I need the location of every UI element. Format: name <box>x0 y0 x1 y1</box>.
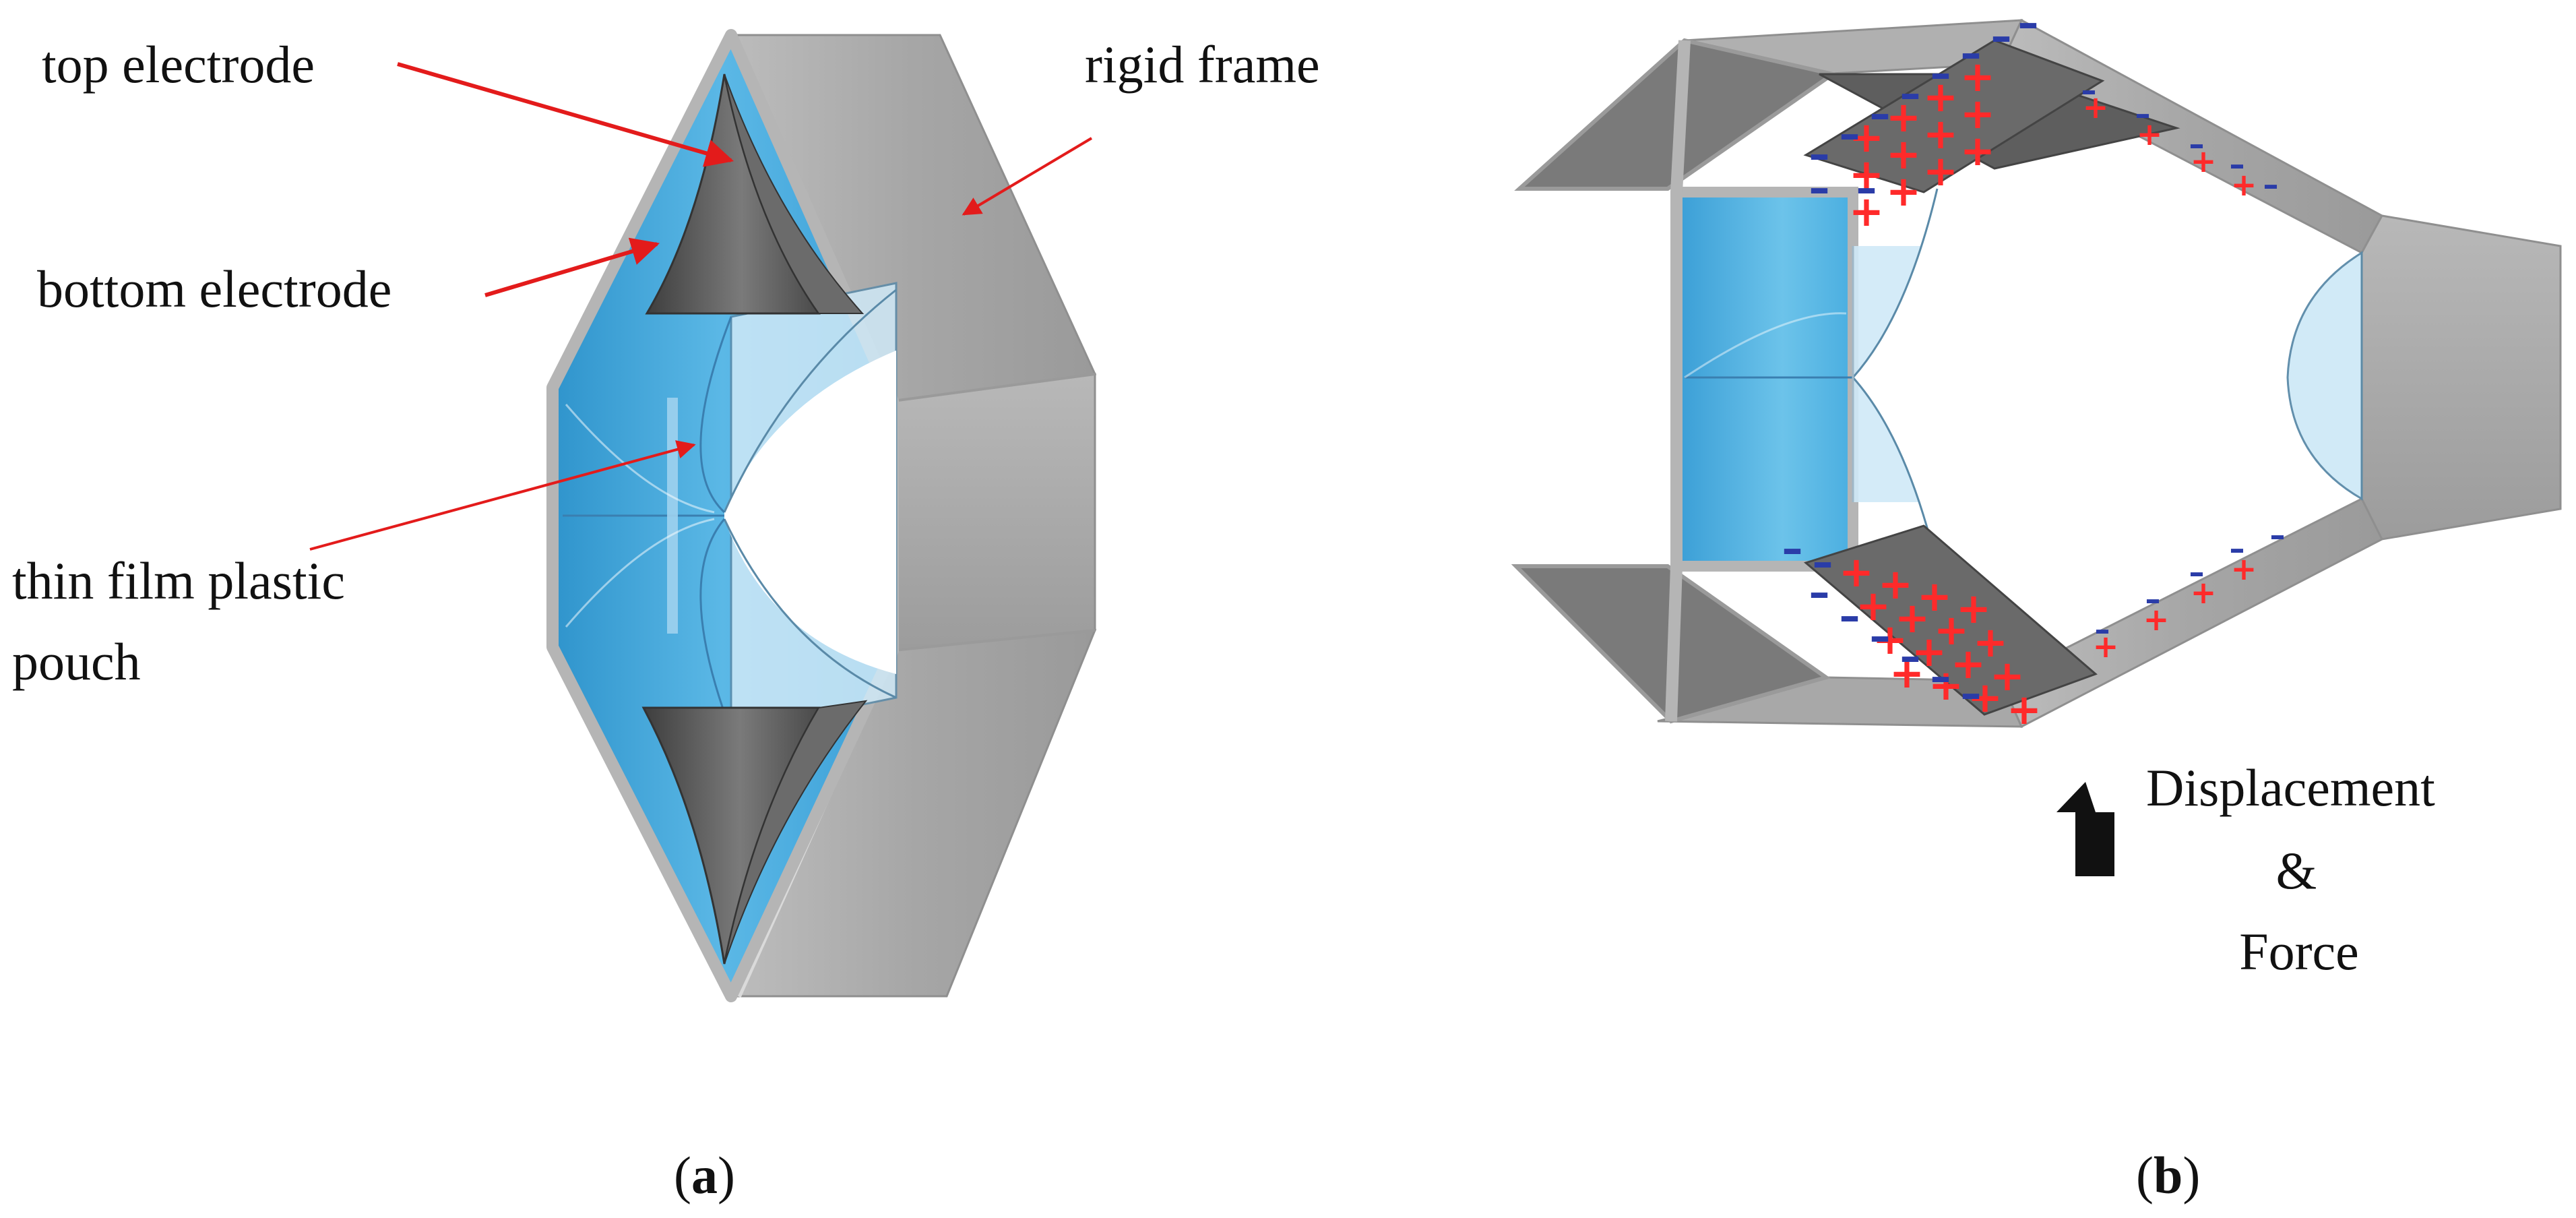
minus-charge: – <box>1840 591 1860 640</box>
plus-charge: + <box>1923 146 1958 195</box>
caption-a: (a) <box>674 1146 735 1205</box>
displacement-arrow <box>2056 782 2114 876</box>
plus-charge: + <box>2231 166 2257 203</box>
arrow-top-electrode <box>397 62 734 167</box>
plus-charge: + <box>1878 559 1913 609</box>
plus-charge: + <box>2007 685 2042 734</box>
minus-charge: – <box>1809 163 1830 212</box>
minus-charge: – <box>2230 146 2245 183</box>
panel-b-actuator: ++++++++++++––––––––––++++–––––+++++++++… <box>1511 0 2562 1205</box>
arrow-rigid-frame <box>962 137 1093 216</box>
plus-charge: + <box>2137 116 2163 152</box>
minus-charge: – <box>2018 0 2039 47</box>
plus-charge: + <box>1895 593 1930 642</box>
plus-charge: + <box>1973 617 2008 667</box>
plus-charge: + <box>1990 651 2025 700</box>
plus-charge: + <box>1873 615 1908 664</box>
plus-charge: + <box>1934 605 1969 654</box>
label-pouch-line1: thin film plastic <box>12 551 345 610</box>
plus-charge: + <box>2093 628 2119 665</box>
rigid-frame-a <box>728 33 1097 998</box>
minus-charge: – <box>1813 537 1833 586</box>
plus-charge: + <box>1960 52 1995 101</box>
minus-charge: – <box>1809 129 1830 179</box>
charge-symbols: ++++++++++++––––––––––++++–––––+++++++++… <box>1782 0 2286 734</box>
minus-charge: – <box>1809 568 1830 617</box>
minus-charge: – <box>2263 166 2279 203</box>
minus-charge: – <box>1856 163 1877 212</box>
plus-charge: + <box>1849 150 1884 199</box>
bottom-electrode-a <box>641 700 868 965</box>
minus-charge: – <box>2270 517 2286 553</box>
plus-charge: + <box>1886 129 1921 179</box>
plus-charge: + <box>2143 601 2170 638</box>
minus-charge: – <box>1782 524 1803 573</box>
plus-charge: + <box>1956 584 1991 633</box>
minus-charge: – <box>2189 554 2205 590</box>
plus-charge: + <box>1886 92 1921 142</box>
rigid-frame-b <box>1657 18 2562 729</box>
plus-charge: + <box>1889 648 1924 698</box>
panel-a-actuator: top electrode rigid frame bottom electro… <box>12 29 1320 1205</box>
minus-charge: – <box>1991 11 2012 61</box>
up-arrow-icon <box>2056 782 2114 876</box>
minus-charge: – <box>1930 49 1951 98</box>
minus-charge: – <box>1870 611 1891 661</box>
minus-charge: – <box>1961 28 1982 78</box>
plus-charge: + <box>1886 166 1921 216</box>
minus-charge: – <box>2189 126 2205 162</box>
plus-charge: + <box>1856 581 1891 630</box>
plus-charge: + <box>1951 639 1986 688</box>
label-pouch-line2: pouch <box>12 632 141 691</box>
minus-charge: – <box>1930 652 1951 701</box>
plus-charge: + <box>1960 89 1995 138</box>
minus-charge: – <box>1840 109 1860 158</box>
minus-charge: – <box>2145 581 2161 617</box>
label-force: Force <box>2239 922 2359 981</box>
plus-charge: + <box>2083 89 2109 125</box>
minus-charge: – <box>2135 96 2151 132</box>
plus-charge: + <box>1923 109 1958 158</box>
plus-charge: + <box>1849 113 1884 162</box>
minus-charge: – <box>1900 69 1921 118</box>
minus-charge: – <box>2095 611 2110 648</box>
plus-charge: + <box>2231 551 2257 587</box>
label-ampersand: & <box>2276 841 2317 900</box>
arrow-thin-film-pouch <box>309 440 696 551</box>
plus-charge: + <box>1960 126 1995 175</box>
arrow-bottom-electrode <box>484 237 660 297</box>
minus-charge: – <box>2081 72 2097 109</box>
thin-film-pouch-b <box>1511 38 2363 724</box>
plus-charge: + <box>2191 143 2217 179</box>
label-rigid-frame: rigid frame <box>1085 35 1320 94</box>
plus-charge: + <box>1923 72 1958 121</box>
label-displacement: Displacement <box>2146 758 2435 817</box>
plus-charge: + <box>1968 673 2003 722</box>
minus-charge: – <box>1961 669 1982 718</box>
top-electrode-b <box>1803 39 2180 193</box>
caption-b: (b) <box>2136 1146 2200 1205</box>
plus-charge: + <box>1928 661 1964 710</box>
plus-charge: + <box>1839 547 1874 597</box>
label-top-electrode: top electrode <box>42 35 315 94</box>
plus-charge: + <box>1849 187 1884 236</box>
bottom-electrode-b <box>1803 524 2098 716</box>
plus-charge: + <box>1917 572 1952 621</box>
minus-charge: – <box>1900 632 1921 681</box>
minus-charge: – <box>1870 89 1891 138</box>
plus-charge: + <box>2191 574 2217 611</box>
callout-arrows-a <box>309 62 1093 551</box>
label-bottom-electrode: bottom electrode <box>37 260 391 318</box>
plus-charge: + <box>1912 627 1947 676</box>
minus-charge: – <box>2230 530 2245 567</box>
